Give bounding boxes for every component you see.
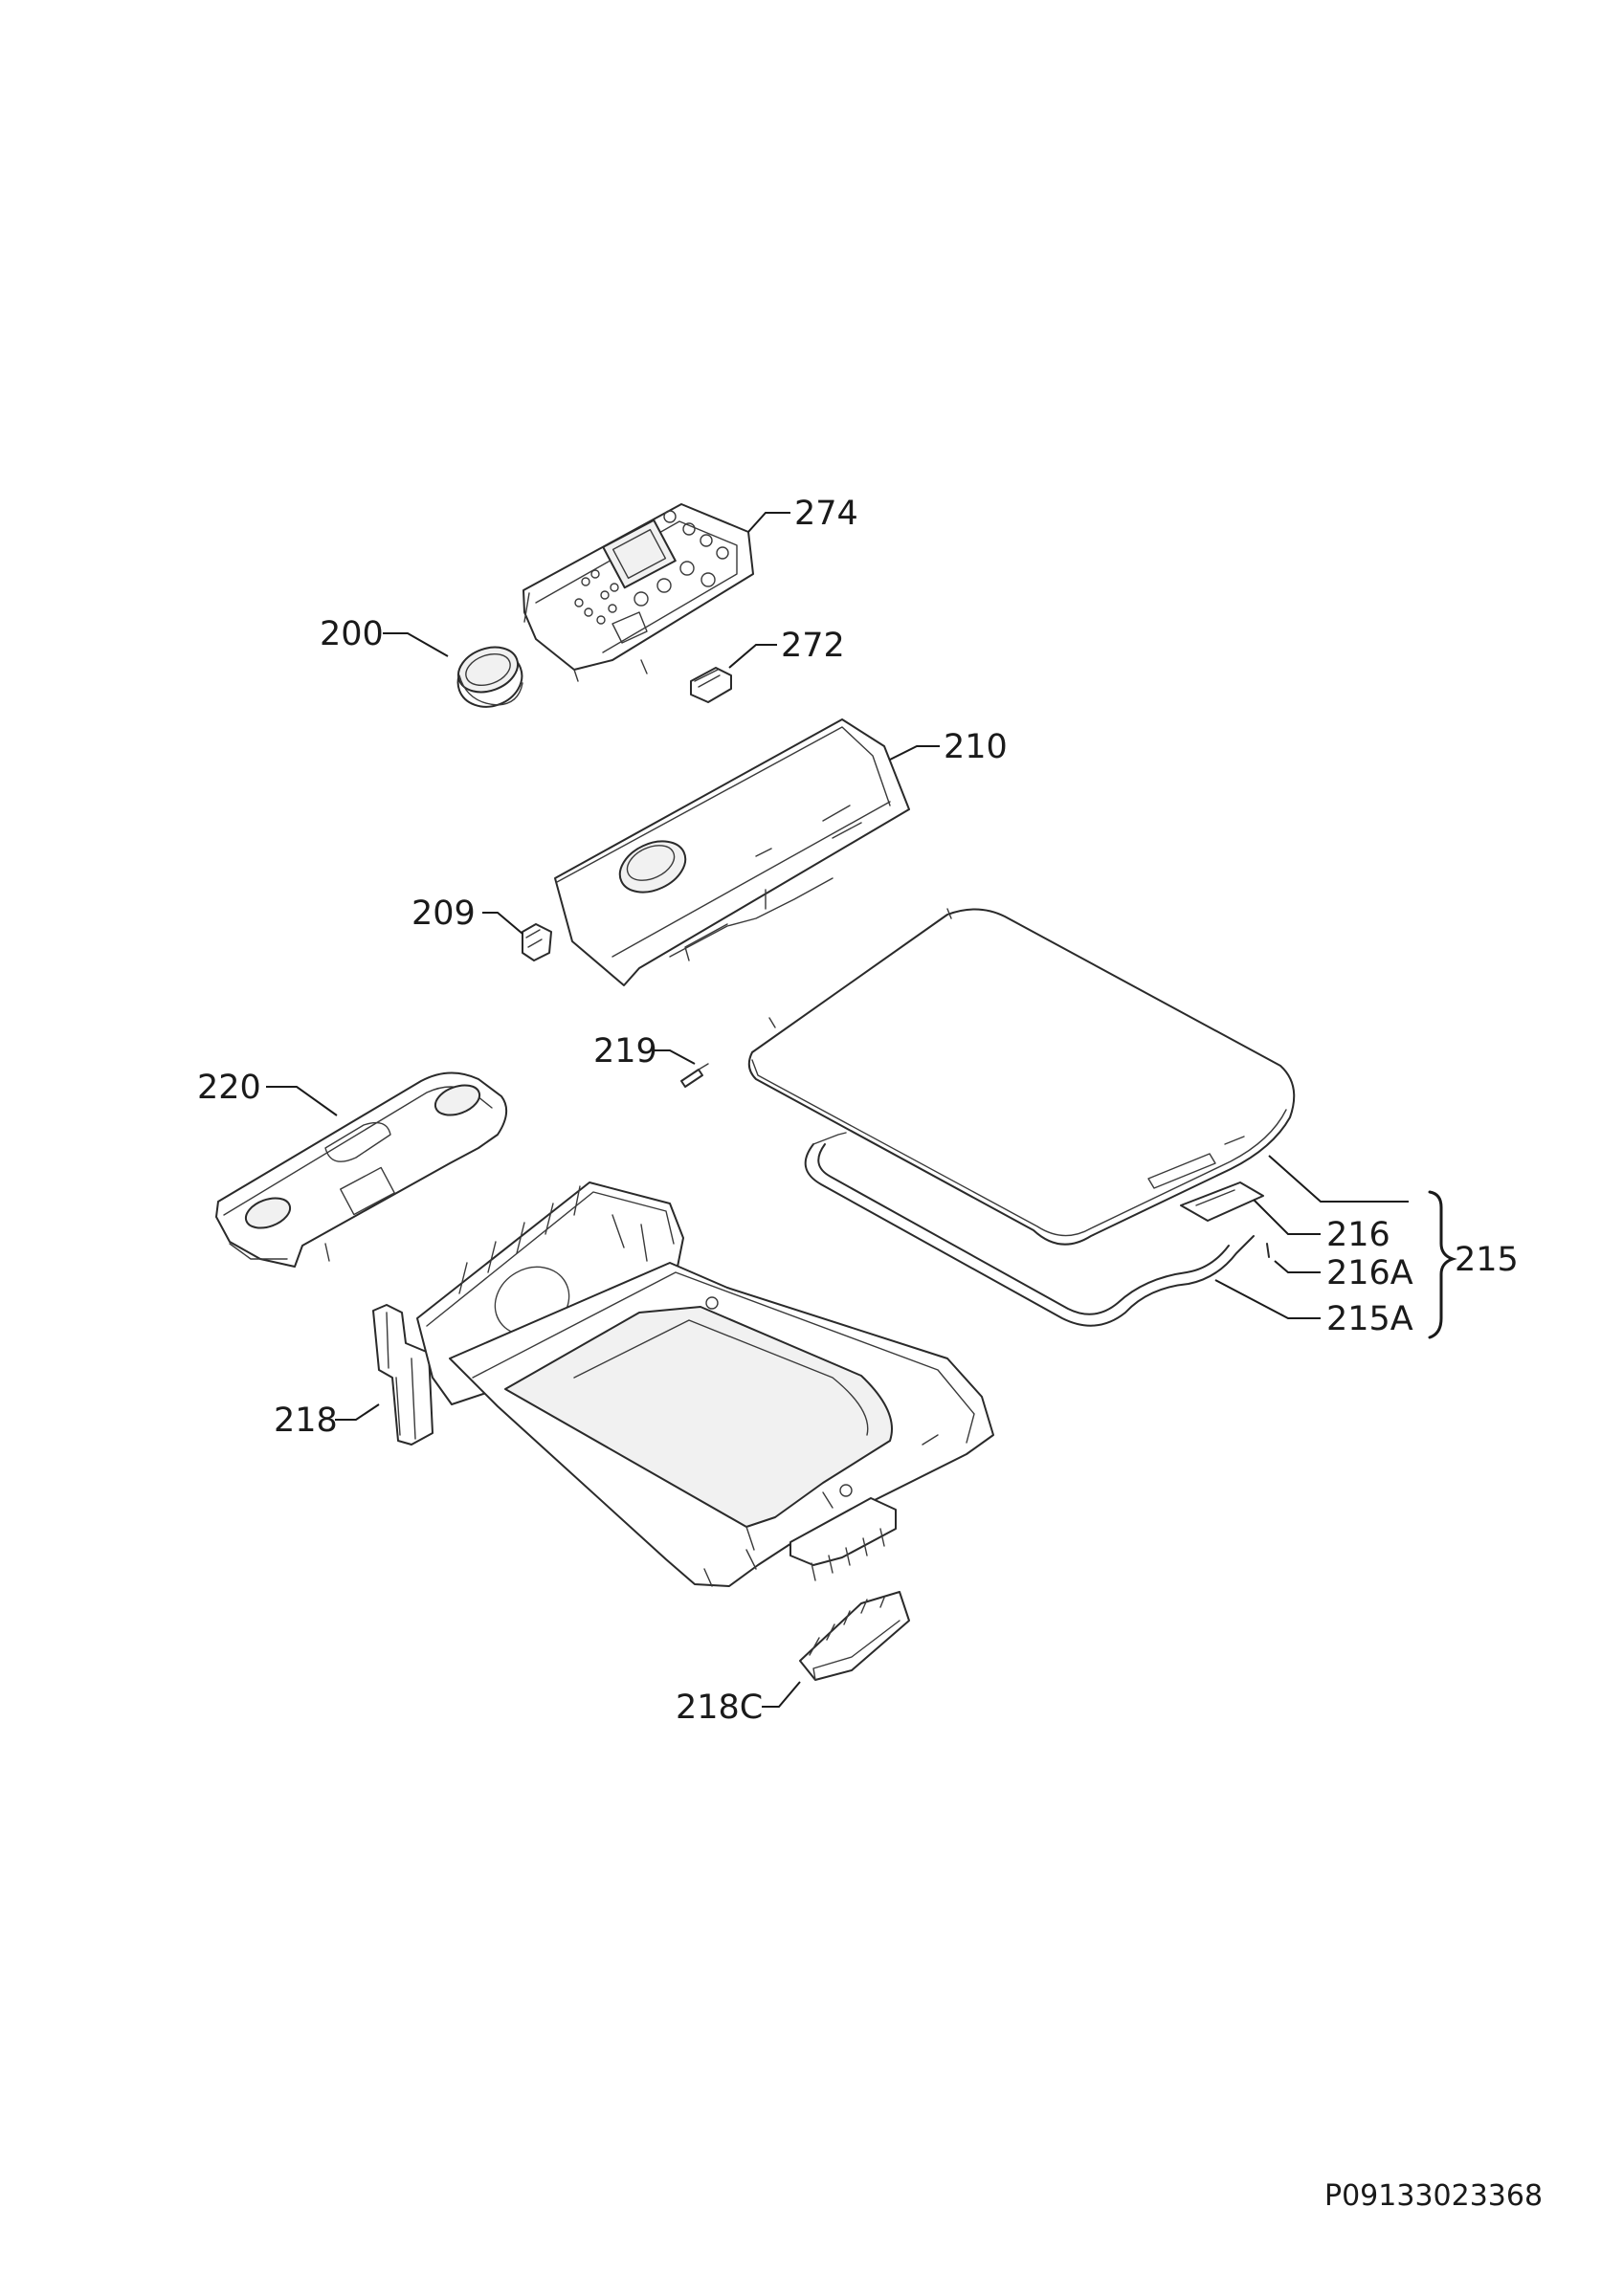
leader-210	[889, 745, 940, 761]
part-218C-latch-block	[799, 1591, 910, 1681]
leader-219	[655, 1049, 696, 1065]
part-209-clip	[522, 923, 552, 961]
label-215: 215	[1455, 1241, 1519, 1279]
document-id: P09133023368	[1324, 2179, 1543, 2213]
label-216: 216	[1326, 1216, 1390, 1254]
label-209: 209	[411, 894, 476, 933]
label-274: 274	[794, 495, 858, 533]
part-200-knob	[456, 646, 523, 708]
bracket-215-group	[1428, 1190, 1457, 1339]
leader-274	[747, 512, 790, 533]
label-220: 220	[197, 1069, 261, 1107]
leader-216	[1253, 1199, 1321, 1235]
part-210-control-panel	[554, 718, 910, 986]
leader-218	[335, 1403, 380, 1421]
part-220-detergent-drawer	[215, 1071, 508, 1268]
leader-215A	[1214, 1279, 1321, 1319]
part-272-button	[690, 667, 732, 703]
leader-220	[266, 1086, 338, 1116]
label-215A: 215A	[1326, 1300, 1413, 1338]
label-216A: 216A	[1326, 1254, 1413, 1292]
part-215A-gasket	[804, 1132, 1255, 1327]
leader-215-lid	[1268, 1155, 1409, 1203]
part-219-pin	[680, 1063, 709, 1088]
leader-200	[383, 632, 449, 657]
label-272: 272	[781, 627, 845, 665]
label-210: 210	[944, 728, 1008, 766]
part-lid	[747, 908, 1296, 1246]
part-216A-screw	[1266, 1243, 1270, 1258]
label-218C: 218C	[676, 1689, 763, 1727]
leader-216A	[1274, 1260, 1321, 1273]
leader-218C	[762, 1681, 801, 1708]
part-218-top-frame	[372, 1181, 994, 1587]
label-218: 218	[274, 1402, 338, 1440]
part-274-control-board	[522, 503, 754, 682]
part-216-latch-cover	[1180, 1136, 1264, 1222]
label-200: 200	[320, 615, 384, 653]
leader-272	[728, 644, 777, 669]
leader-209	[482, 912, 523, 935]
label-219: 219	[593, 1032, 657, 1071]
